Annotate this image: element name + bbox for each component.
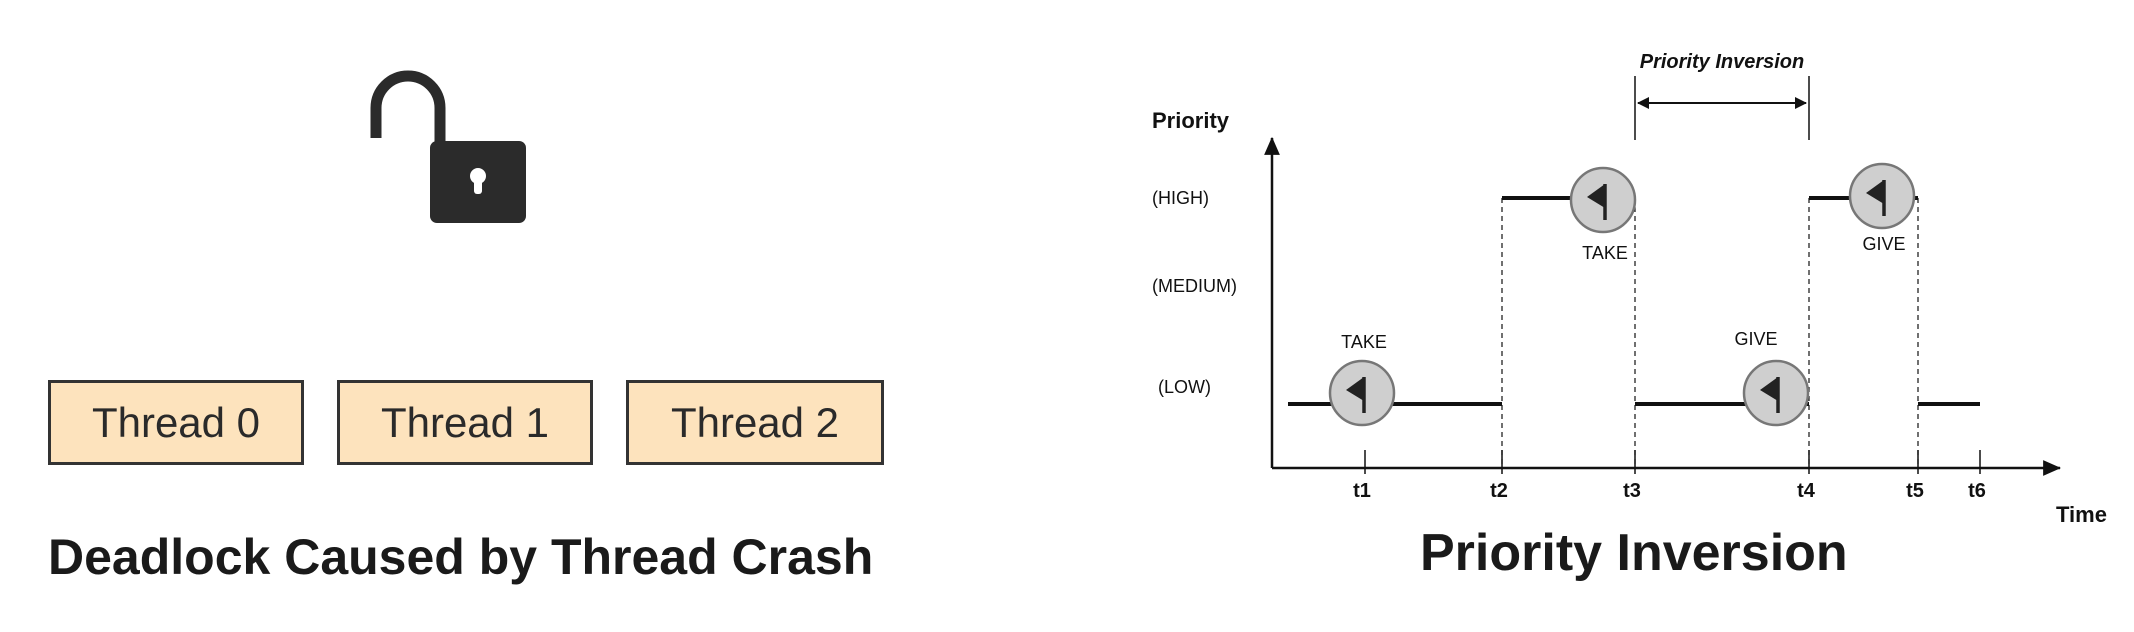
event-label: TAKE [1582,243,1628,263]
y-level-label: (MEDIUM) [1152,276,1237,296]
deadlock-caption: Deadlock Caused by Thread Crash [48,529,874,585]
flag-banner [1346,377,1364,401]
x-tick-label: t3 [1623,480,1641,502]
thread-label: Thread 0 [91,398,261,446]
x-tick-label: t4 [1797,480,1816,502]
event-label: GIVE [1734,329,1777,349]
thread-label: Thread 2 [670,398,840,446]
x-tick-label: t2 [1490,480,1508,502]
priority-inversion-caption: Priority Inversion [1420,524,1848,582]
x-tick-label: t5 [1906,480,1924,502]
x-axis-title: Time [2056,502,2107,527]
thread-box-1: Thread 1 [337,380,593,465]
flag-banner [1760,377,1778,401]
open-padlock-icon [370,70,526,223]
thread-box-2: Thread 2 [626,380,884,465]
x-tick-label: t1 [1353,480,1371,502]
flag-banner [1587,184,1605,208]
inversion-span-label: Priority Inversion [1640,51,1805,73]
x-tick-label: t6 [1968,480,1986,502]
event-label: TAKE [1341,332,1387,352]
y-level-label: (LOW) [1158,377,1211,397]
y-axis-title: Priority [1152,108,1230,133]
thread-label: Thread 1 [380,398,550,446]
flag-banner [1866,180,1884,204]
y-level-label: (HIGH) [1152,188,1209,208]
deadlock-panel: Thread 0 Thread 1 Thread 2 Deadlock Caus… [0,0,960,632]
event-label: GIVE [1862,234,1905,254]
thread-box-0: Thread 0 [48,380,304,465]
